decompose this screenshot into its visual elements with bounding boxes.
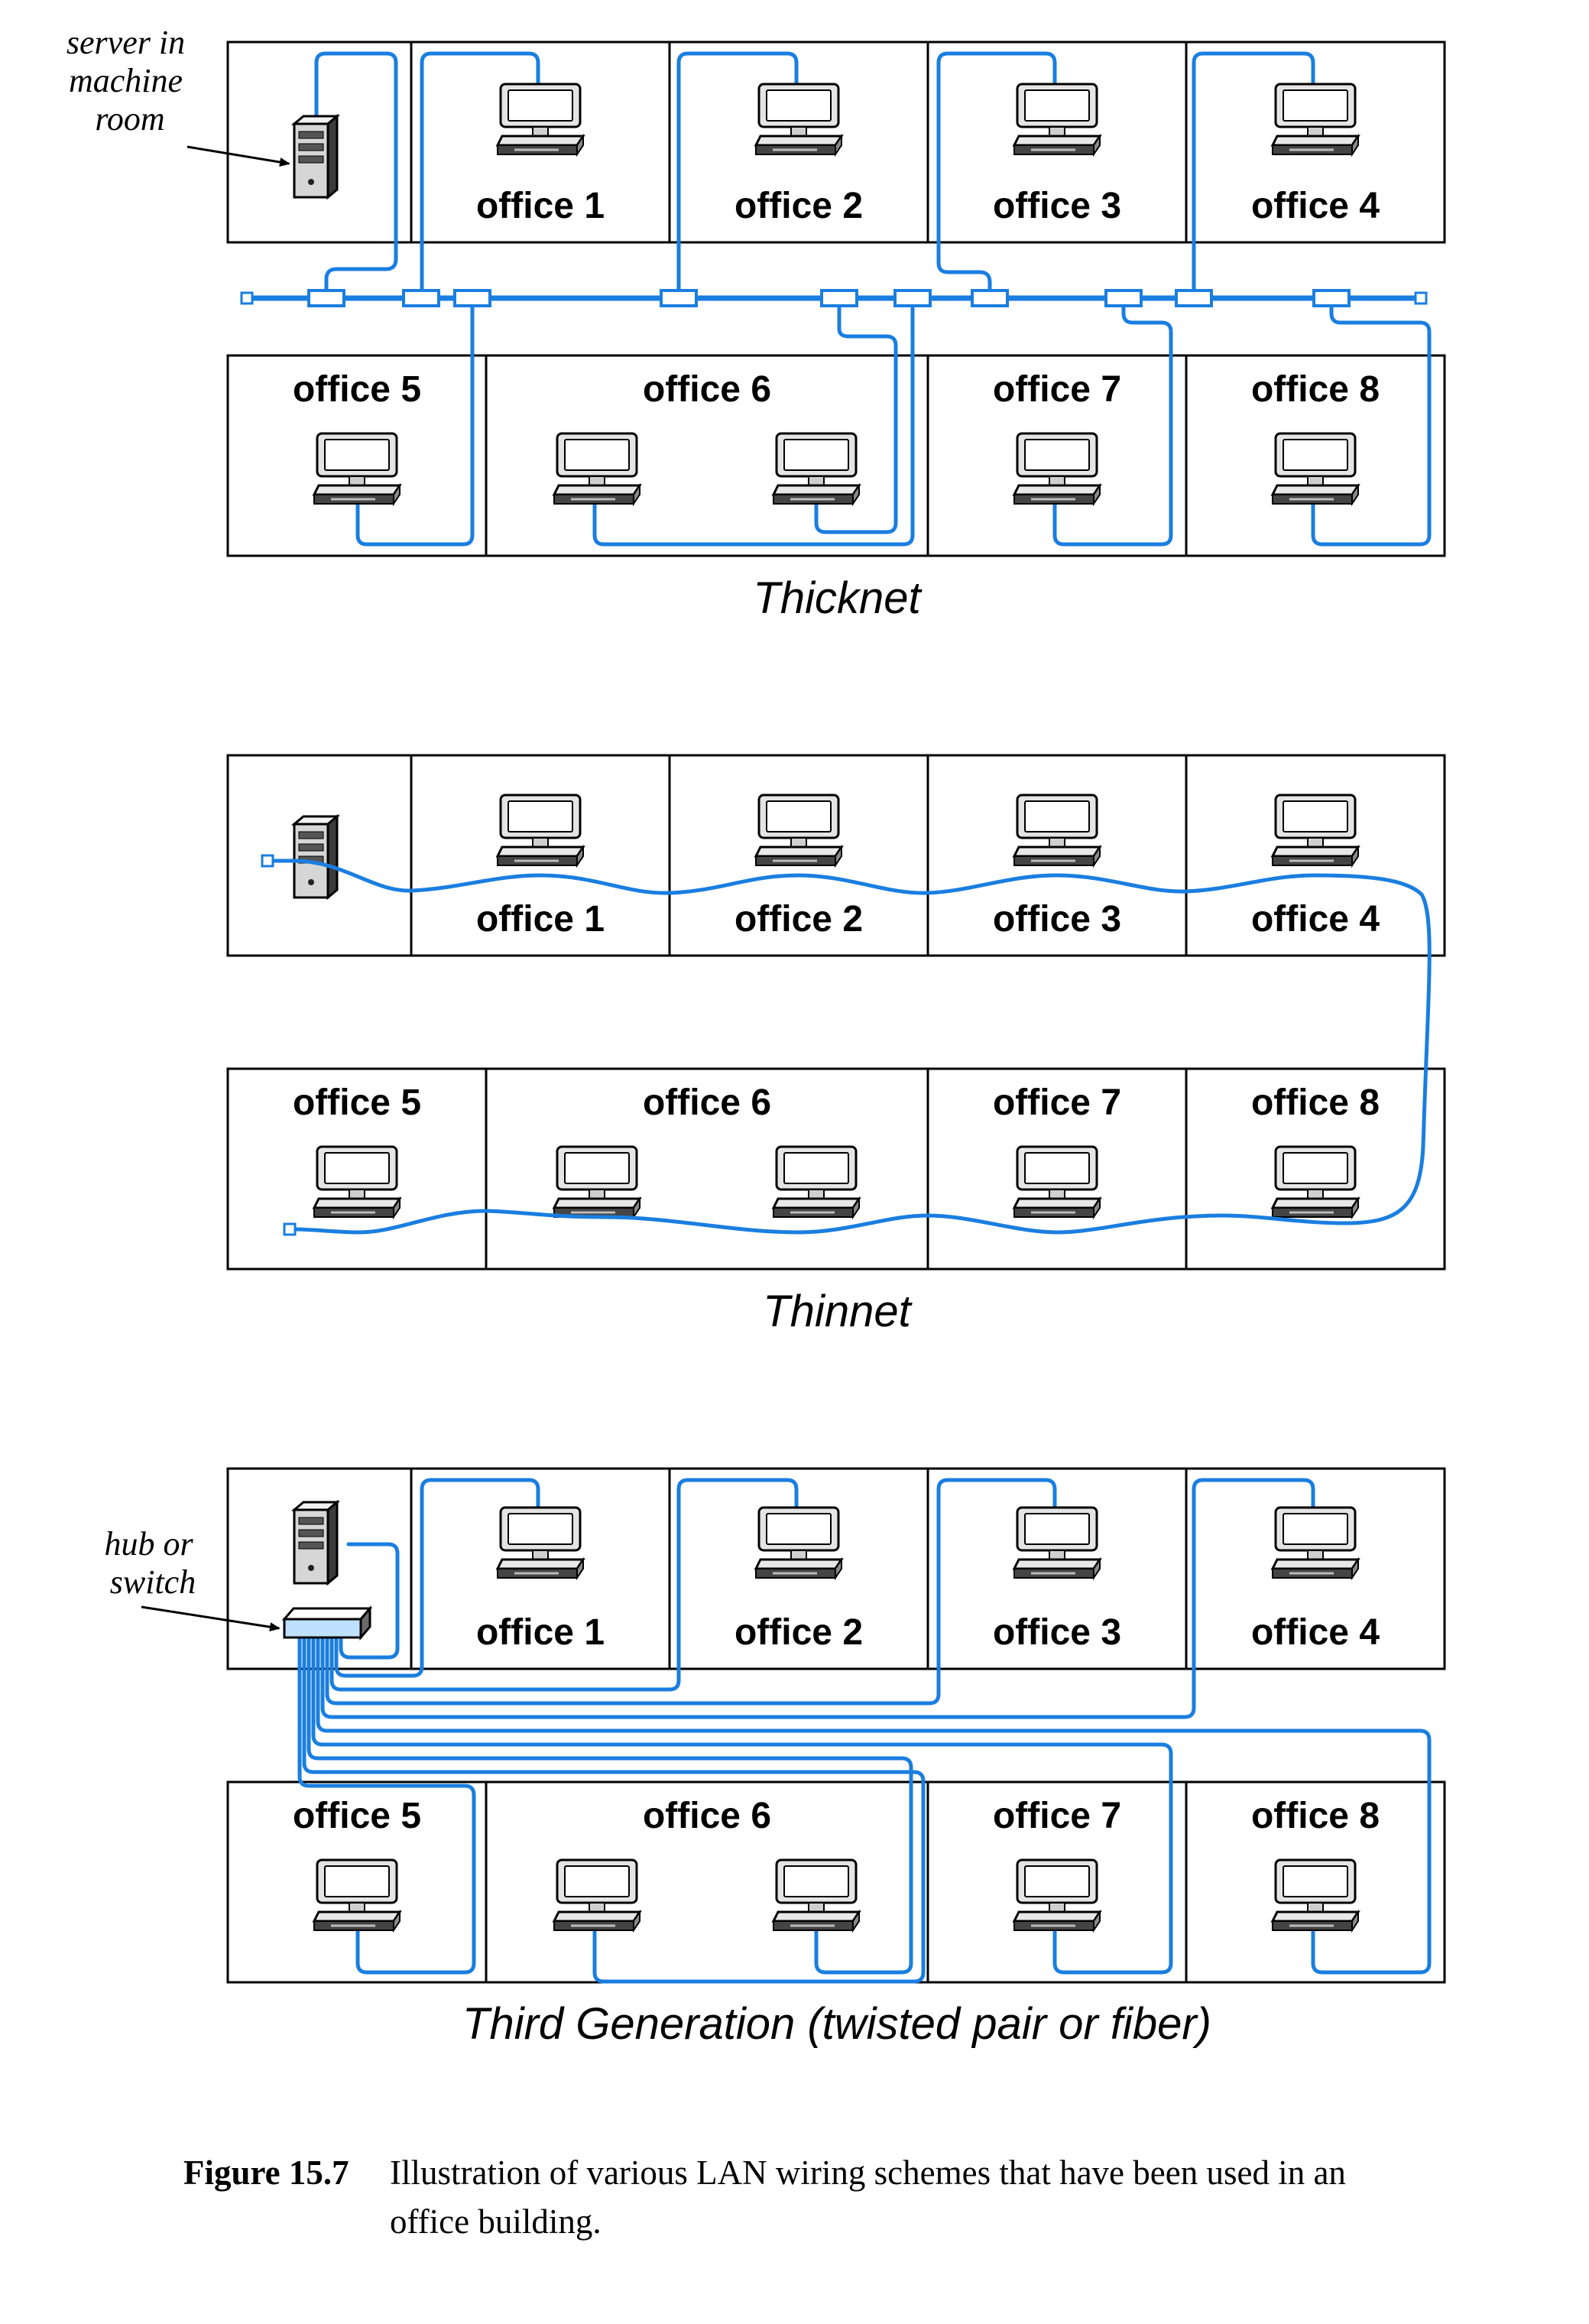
computer-icon [754, 83, 843, 156]
thicknet-panel: office 1 office 2 office 3 office 4 offi… [66, 24, 1446, 623]
computer-icon [1271, 794, 1360, 867]
office-label: office 6 [643, 369, 771, 410]
terminator [240, 291, 254, 305]
office-label: office 7 [993, 1796, 1121, 1836]
computer-icon [496, 794, 585, 867]
transceiver-tap [307, 289, 345, 307]
office-label: office 5 [293, 369, 421, 410]
computer-icon [1271, 1858, 1360, 1932]
hub-icon [281, 1605, 373, 1641]
computer-icon [1271, 83, 1360, 156]
computer-icon [1013, 1145, 1101, 1219]
third-generation-title: Third Generation (twisted pair or fiber) [462, 1999, 1211, 2049]
server-icon [293, 115, 339, 199]
computer-icon [496, 1506, 585, 1579]
figure-caption: Figure 15.7 Illustration of various LAN w… [183, 2148, 1422, 2246]
office-label: office 8 [1251, 369, 1380, 410]
computer-icon [754, 794, 843, 867]
computer-icon [1013, 83, 1101, 156]
computer-icon [313, 432, 401, 505]
terminator [261, 854, 274, 868]
computer-icon [1271, 432, 1360, 505]
computer-icon [496, 83, 585, 156]
office-label: office 3 [993, 1612, 1121, 1653]
server-icon [293, 815, 339, 899]
office-label: office 1 [476, 186, 605, 226]
office-label: office 1 [476, 1612, 605, 1653]
office-label: office 3 [993, 899, 1121, 940]
computer-icon [553, 432, 641, 505]
figure-number: Figure 15.7 [183, 2154, 349, 2192]
computer-icon [313, 1145, 401, 1219]
computer-icon [1013, 1506, 1101, 1579]
server-note: server in machine room [66, 24, 193, 138]
computer-icon [553, 1858, 641, 1932]
transceiver-tap [971, 289, 1009, 307]
figure-caption-text: Illustration of various LAN wiring schem… [390, 2154, 1346, 2241]
transceiver-tap [660, 289, 698, 307]
computer-icon [1271, 1506, 1360, 1579]
office-label: office 4 [1251, 186, 1380, 226]
transceiver-tap [893, 289, 932, 307]
office-label: office 4 [1251, 899, 1380, 940]
office-label: office 6 [643, 1082, 771, 1123]
office-label: office 7 [993, 1082, 1121, 1123]
office-label: office 8 [1251, 1082, 1380, 1123]
office-label: office 2 [735, 1612, 863, 1653]
office-7-box [926, 354, 1188, 557]
office-label: office 3 [993, 186, 1121, 226]
transceiver-tap [1104, 289, 1143, 307]
server-icon [293, 1501, 339, 1585]
office-label: office 4 [1251, 1612, 1380, 1653]
thinnet-cable [265, 859, 1432, 1235]
transceiver-tap [402, 289, 440, 307]
terminator [283, 1222, 297, 1236]
office-label: office 6 [643, 1796, 771, 1836]
server-note-arrow [186, 145, 290, 167]
hub-note: hub or switch [104, 1525, 201, 1601]
computer-icon [772, 1145, 861, 1219]
office-label: office 5 [293, 1796, 421, 1836]
office-label: office 2 [735, 899, 863, 940]
third-generation-panel: office 1 office 2 office 3 office 4 offi… [104, 1467, 1446, 2049]
office-label: office 1 [476, 899, 605, 940]
computer-icon [1013, 432, 1101, 505]
office-label: office 2 [735, 186, 863, 226]
transceiver-tap [820, 289, 858, 307]
computer-icon [1271, 1145, 1360, 1219]
hub-note-arrow [141, 1605, 281, 1632]
computer-icon [772, 432, 861, 505]
transceiver-tap [1312, 289, 1351, 307]
transceiver-tap [1175, 289, 1213, 307]
office-label: office 8 [1251, 1796, 1380, 1836]
computer-icon [1013, 1858, 1101, 1932]
office-label: office 7 [993, 369, 1121, 410]
computer-icon [1013, 794, 1101, 867]
thinnet-title: Thinnet [763, 1287, 913, 1336]
transceiver-tap [453, 289, 491, 307]
computer-icon [313, 1858, 401, 1932]
terminator [1414, 291, 1428, 305]
thicknet-title: Thicknet [753, 573, 923, 623]
computer-icon [553, 1145, 641, 1219]
thinnet-panel: office 1 office 2 office 3 office 4 offi… [226, 754, 1446, 1336]
computer-icon [772, 1858, 861, 1932]
computer-icon [754, 1506, 843, 1579]
office-label: office 5 [293, 1082, 421, 1123]
